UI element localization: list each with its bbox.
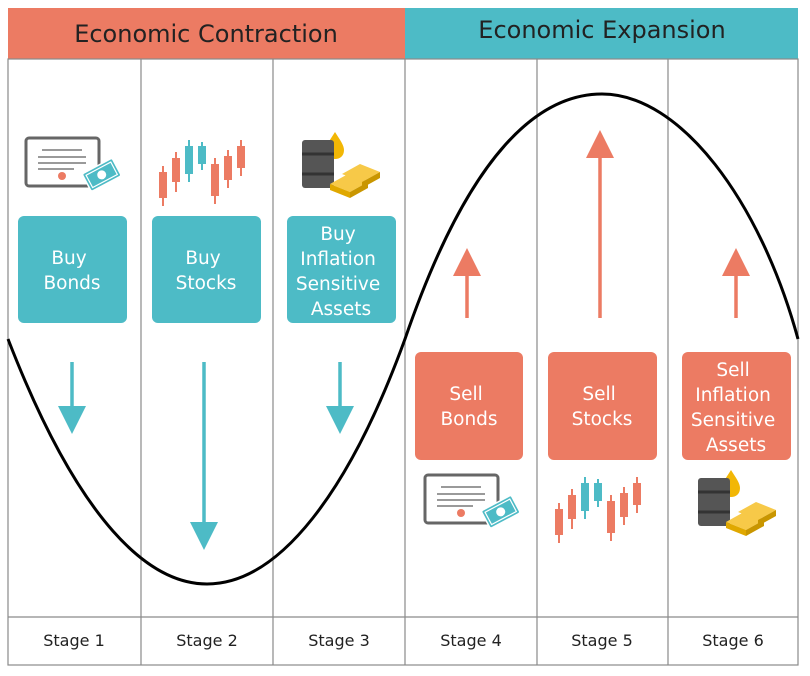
buy-bonds-box: Buy Bonds — [18, 216, 127, 323]
svg-text:Buy Bonds: Buy Bonds — [43, 248, 100, 294]
stage-labels: Stage 1 Stage 2 Stage 3 Stage 4 Stage 5 … — [43, 631, 764, 650]
expansion-header-title: Economic Expansion — [478, 16, 725, 44]
svg-text:Sell Stocks: Sell Stocks — [572, 384, 633, 430]
sell-inflation-assets-box: Sell Inflation Sensitive Assets — [682, 352, 791, 460]
svg-text:Sell Inflation Sen: Sell Inflation Sensitive Assets — [691, 360, 781, 456]
buy-inflation-assets-box: Buy Inflation Sensitive Assets — [287, 216, 396, 323]
buy-inflation-line-2: Inflation — [300, 249, 376, 270]
sell-inflation-line-4: Assets — [706, 435, 766, 456]
up-arrow-stage-4 — [453, 248, 481, 318]
stage-label-6: Stage 6 — [702, 631, 764, 650]
down-arrow-stage-3 — [326, 362, 354, 434]
sell-inflation-line-3: Sensitive — [691, 410, 775, 431]
bond-certificate-icon — [423, 473, 521, 529]
svg-text:Buy Inflation Sens: Buy Inflation Sensitive Assets — [296, 224, 386, 320]
sell-stocks-line-2: Stocks — [572, 409, 633, 430]
grid-outer-border — [7, 58, 799, 666]
sell-stocks-box: Sell Stocks — [548, 352, 657, 460]
candlestick-chart-icon — [159, 140, 245, 206]
buy-inflation-line-3: Sensitive — [296, 274, 380, 295]
stage-grid — [7, 58, 799, 666]
buy-stocks-line-2: Stocks — [176, 273, 237, 294]
sell-bonds-line-1: Sell — [449, 384, 482, 405]
stage-label-1: Stage 1 — [43, 631, 105, 650]
buy-inflation-line-4: Assets — [311, 299, 371, 320]
sell-bonds-box: Sell Bonds — [415, 352, 523, 460]
contraction-header-bar — [8, 8, 405, 59]
expansion-header-bar — [405, 8, 798, 59]
down-arrow-stage-2 — [190, 362, 218, 550]
sell-inflation-line-2: Inflation — [695, 385, 771, 406]
business-cycle-curve — [6, 92, 800, 586]
sell-bonds-line-2: Bonds — [440, 409, 497, 430]
candlestick-chart-icon — [555, 477, 641, 543]
up-arrow-stage-6 — [722, 248, 750, 318]
svg-text:Sell Bonds: Sell Bonds — [440, 384, 497, 430]
oil-barrel-gold-icon — [302, 132, 380, 198]
buy-inflation-line-1: Buy — [320, 224, 355, 245]
buy-stocks-line-1: Buy — [185, 248, 220, 269]
stage-label-4: Stage 4 — [440, 631, 502, 650]
buy-stocks-box: Buy Stocks — [152, 216, 261, 323]
down-arrow-stage-1 — [58, 362, 86, 434]
stage-label-3: Stage 3 — [308, 631, 370, 650]
svg-text:Buy Stocks: Buy Stocks — [176, 248, 237, 294]
sell-inflation-line-1: Sell — [716, 360, 749, 381]
oil-barrel-gold-icon — [698, 470, 776, 536]
buy-bonds-line-2: Bonds — [43, 273, 100, 294]
bond-certificate-icon — [24, 136, 122, 192]
sell-stocks-line-1: Sell — [582, 384, 615, 405]
buy-bonds-line-1: Buy — [51, 248, 86, 269]
up-arrow-stage-5 — [586, 130, 614, 318]
stage-label-5: Stage 5 — [571, 631, 633, 650]
stage-label-2: Stage 2 — [176, 631, 238, 650]
contraction-header-title: Economic Contraction — [74, 20, 338, 48]
